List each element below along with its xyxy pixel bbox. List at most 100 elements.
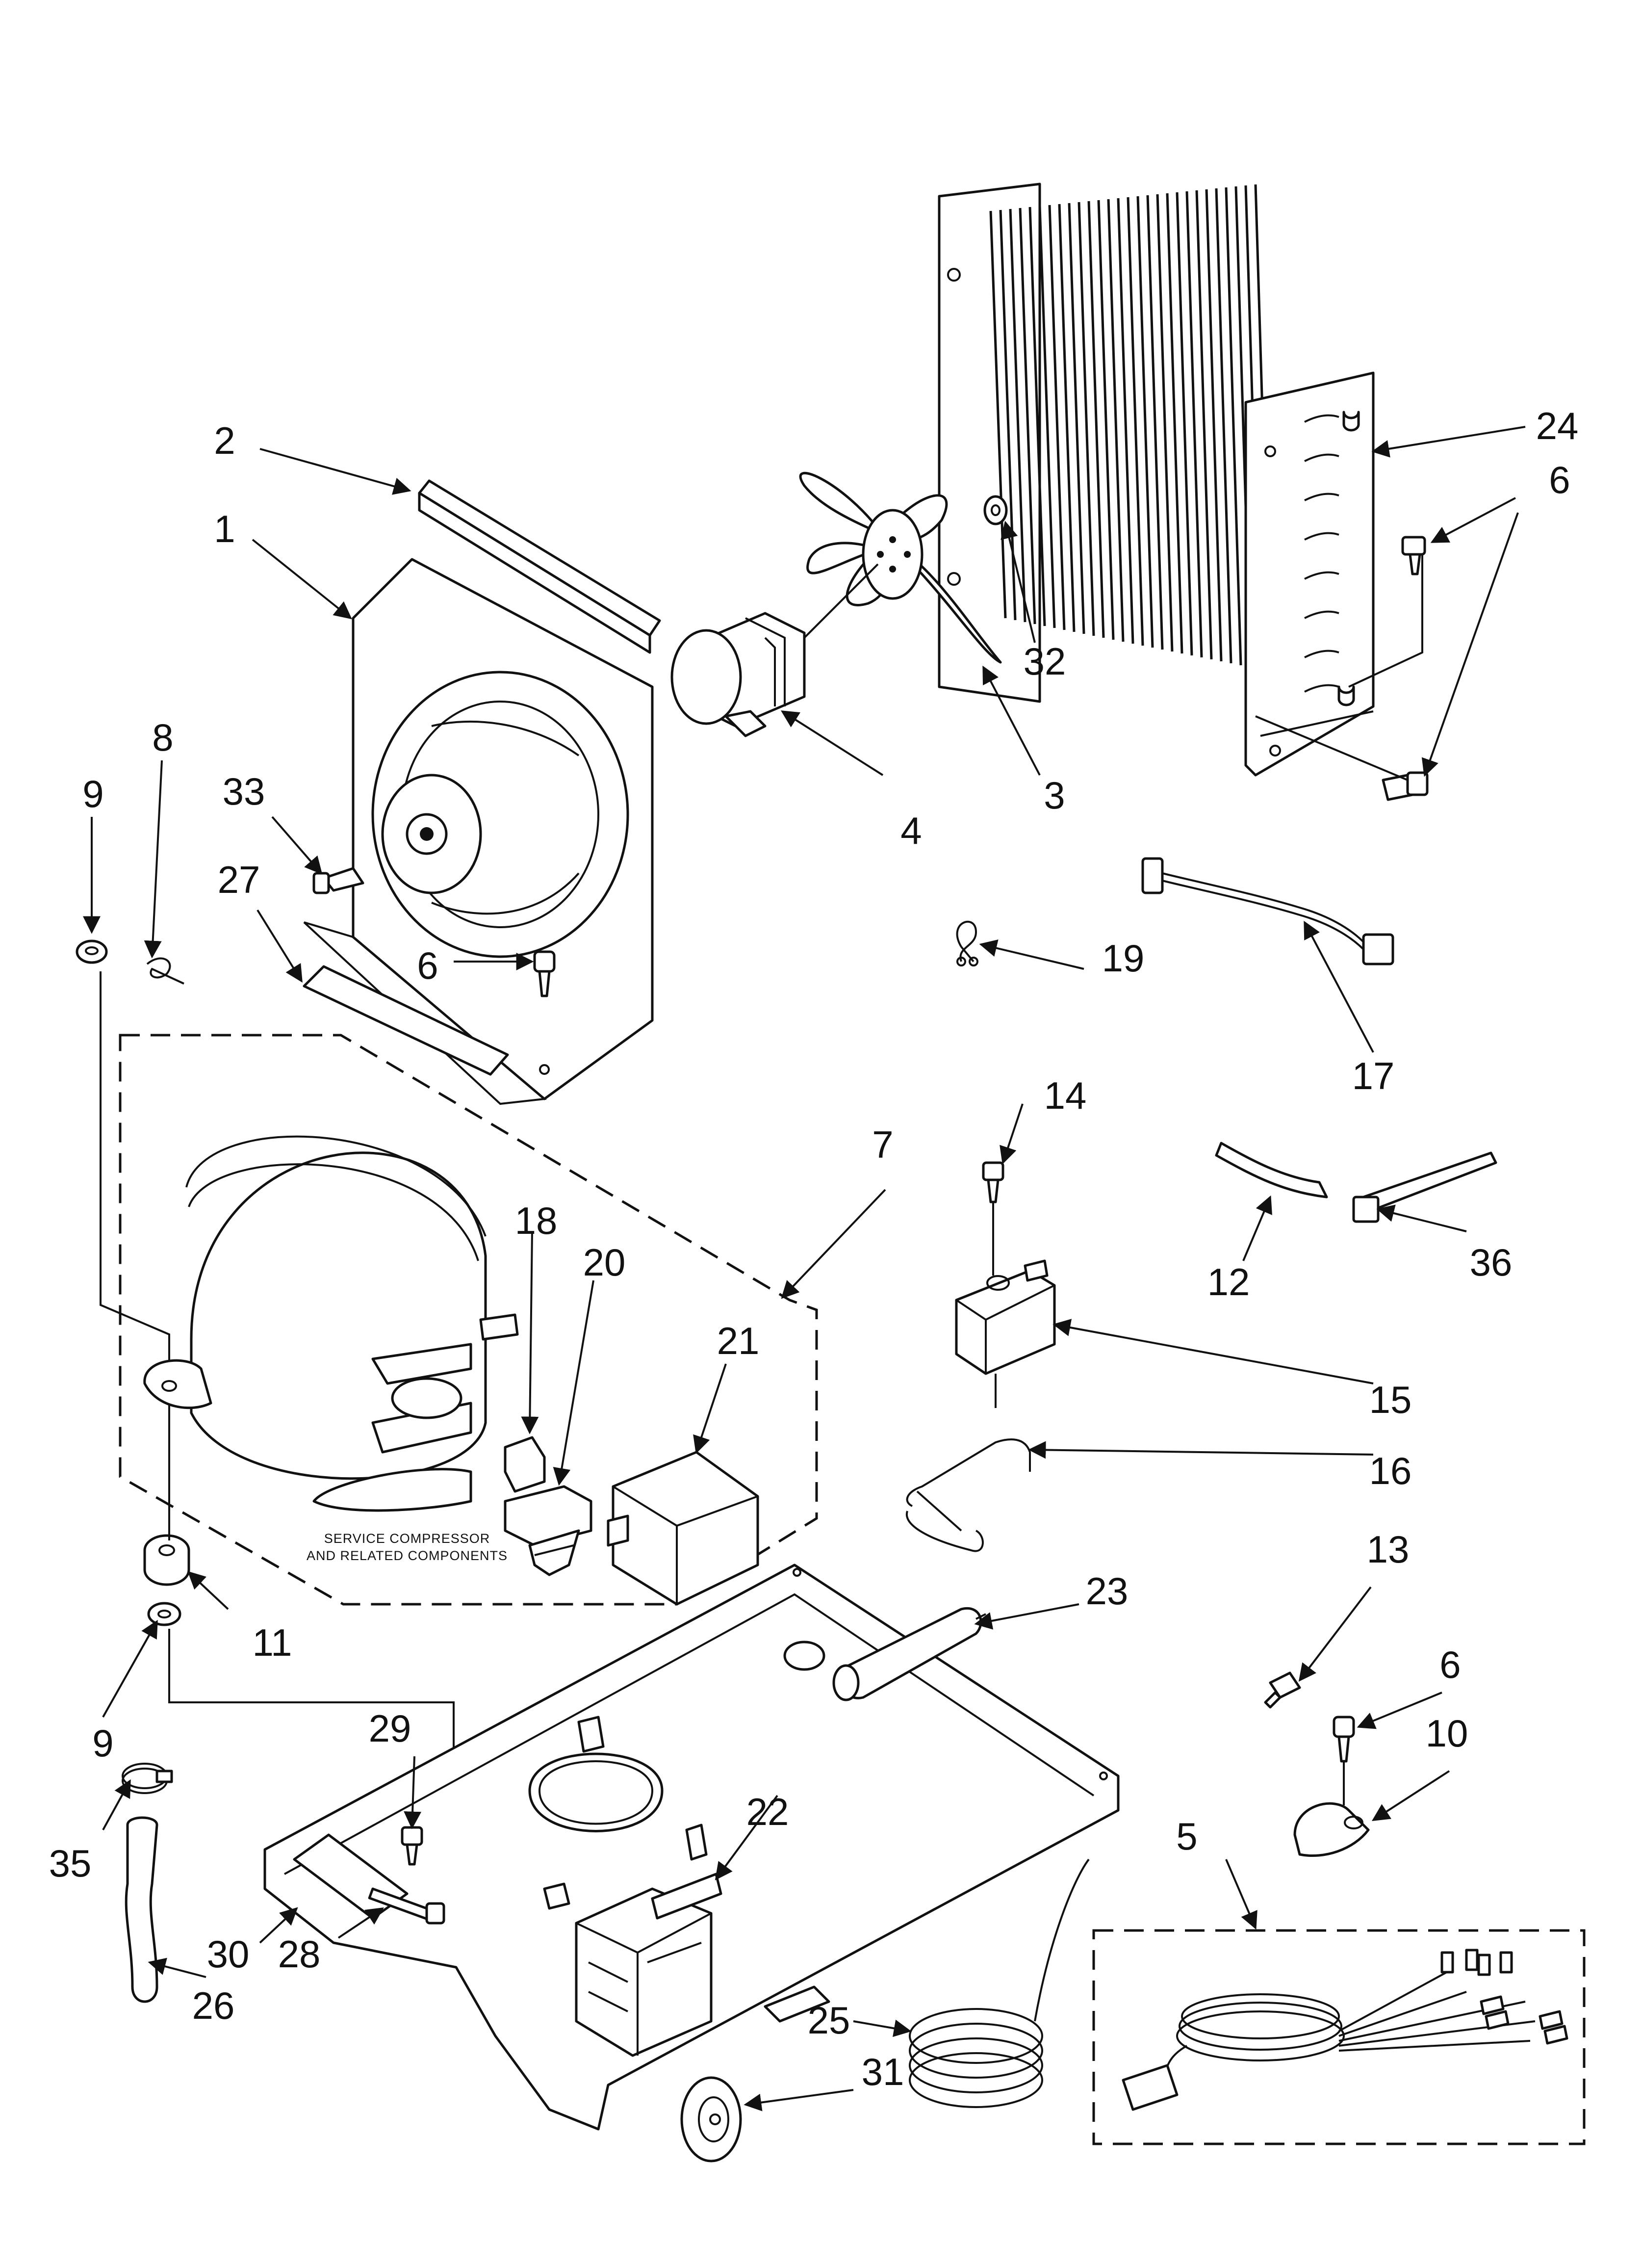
- callout-11: 11: [253, 1621, 292, 1664]
- callout-21: 21: [717, 1319, 760, 1362]
- condenser-fin: [1068, 203, 1085, 634]
- condenser-fin: [1097, 200, 1115, 640]
- drain-hose-part-26: [125, 1816, 158, 2003]
- callout-1: 1: [214, 507, 235, 550]
- condenser-part-24: [938, 182, 1375, 777]
- screw-part-6-condenser-lower: [1255, 715, 1429, 801]
- screw-part-6-clip: [1333, 1716, 1355, 1805]
- condenser-fin: [1048, 205, 1066, 630]
- grommet-part-9-bottom: [147, 1602, 181, 1626]
- base-tray: [263, 1564, 1120, 2131]
- clip-part-8: [146, 957, 184, 985]
- condenser-fin: [1107, 199, 1125, 642]
- callout-5: 5: [1176, 1815, 1197, 1858]
- solenoid-part-22: [575, 1873, 722, 2057]
- callout-22: 22: [746, 1790, 789, 1833]
- callout-26: 26: [192, 1984, 235, 2027]
- note-line-2: AND RELATED COMPONENTS: [307, 1548, 508, 1563]
- condenser-fins: [989, 184, 1272, 672]
- callout-18: 18: [515, 1199, 558, 1242]
- callout-32: 32: [1024, 640, 1066, 683]
- condenser-fin: [1176, 192, 1193, 656]
- callout-2: 2: [214, 419, 235, 462]
- callout-29: 29: [369, 1707, 411, 1750]
- callout-23: 23: [1086, 1569, 1129, 1613]
- callout-6-shroud: 6: [417, 944, 438, 987]
- callout-25: 25: [808, 1999, 850, 2042]
- callout-13: 13: [1367, 1528, 1410, 1571]
- condenser-fin: [1117, 198, 1134, 644]
- condenser-fin: [1146, 195, 1164, 650]
- condenser-fin: [1156, 194, 1174, 652]
- callout-27: 27: [218, 858, 260, 901]
- bolt-part-28: [368, 1887, 445, 1925]
- callout-3: 3: [1044, 774, 1065, 817]
- callout-30: 30: [207, 1932, 250, 1976]
- screw-part-33: [312, 867, 364, 894]
- overload-part-20: [504, 1485, 592, 1576]
- condenser-fin: [1215, 188, 1232, 664]
- condenser-fin: [1028, 207, 1046, 626]
- condenser-fin: [1058, 204, 1076, 632]
- note-line-1: SERVICE COMPRESSOR: [324, 1531, 490, 1546]
- compressor-kit-part-7: [119, 1034, 818, 1606]
- cable-tie-part-36: [1352, 1151, 1497, 1223]
- clip-part-19: [956, 920, 978, 966]
- power-cord-part-5: [1092, 1929, 1586, 2145]
- screw-part-6-shroud: [533, 950, 556, 997]
- screw-part-13: [1264, 1671, 1301, 1709]
- foot-part-31: [680, 2076, 742, 2163]
- callout-9-bottom: 9: [92, 1721, 113, 1765]
- grommet-part-11: [143, 1534, 190, 1586]
- grommet-part-9-top: [76, 939, 108, 964]
- callout-31: 31: [862, 2050, 904, 2093]
- clamp-part-10: [1293, 1802, 1370, 1857]
- callout-16: 16: [1369, 1449, 1412, 1492]
- wire-harness-part-17: [1141, 857, 1394, 965]
- condenser-fin: [1087, 201, 1105, 638]
- condenser-fin: [1205, 189, 1223, 662]
- gasket-part-2: [418, 479, 661, 654]
- washer-part-32: [983, 495, 1008, 525]
- condenser-fin: [1019, 208, 1036, 625]
- callout-15: 15: [1369, 1378, 1412, 1421]
- capacitor-cover-part-21: [607, 1451, 759, 1606]
- callout-36: 36: [1470, 1241, 1513, 1284]
- callout-33: 33: [223, 770, 265, 813]
- callout-20: 20: [583, 1241, 626, 1284]
- condenser-fin: [989, 210, 1007, 619]
- bracket-part-27: [303, 965, 509, 1076]
- relay-part-18: [504, 1436, 546, 1493]
- condenser-fin: [1195, 190, 1213, 660]
- condenser-fin: [1078, 202, 1095, 636]
- fan-shroud-part-1: [303, 558, 654, 1105]
- condenser-fin: [1038, 206, 1056, 628]
- condenser-fin: [1009, 209, 1026, 623]
- clamp-part-35: [122, 1763, 173, 1794]
- callout-28: 28: [278, 1932, 321, 1976]
- condenser-fin: [1127, 197, 1144, 646]
- callout-12: 12: [1207, 1260, 1250, 1303]
- screw-part-14: [982, 1161, 1004, 1276]
- condenser-fin: [1166, 193, 1183, 654]
- callout-24: 24: [1536, 404, 1579, 447]
- screw-part-29: [401, 1826, 423, 1866]
- callout-10: 10: [1426, 1712, 1468, 1755]
- callout-35: 35: [49, 1842, 92, 1885]
- leader-9-shroud: [100, 971, 170, 1540]
- callout-labels: 2 1 24 6 32 3 4 8 9 33 27 6 19 17 14 7 1…: [49, 404, 1579, 2093]
- callout-7: 7: [872, 1123, 893, 1166]
- callout-19: 19: [1102, 937, 1145, 980]
- condenser-fin: [1136, 196, 1154, 648]
- fan-motor-part-4: [670, 563, 879, 737]
- screw-part-6-condenser-upper: [1348, 536, 1426, 688]
- condenser-fin: [1225, 187, 1242, 666]
- callout-4: 4: [900, 809, 922, 852]
- filter-drier-part-23: [832, 1607, 986, 1701]
- callout-14: 14: [1044, 1074, 1087, 1117]
- callout-6-clip: 6: [1439, 1643, 1461, 1686]
- callout-9-top: 9: [82, 772, 103, 815]
- solenoid-coil-part-15: [955, 1259, 1056, 1408]
- callout-6-condenser: 6: [1549, 458, 1570, 501]
